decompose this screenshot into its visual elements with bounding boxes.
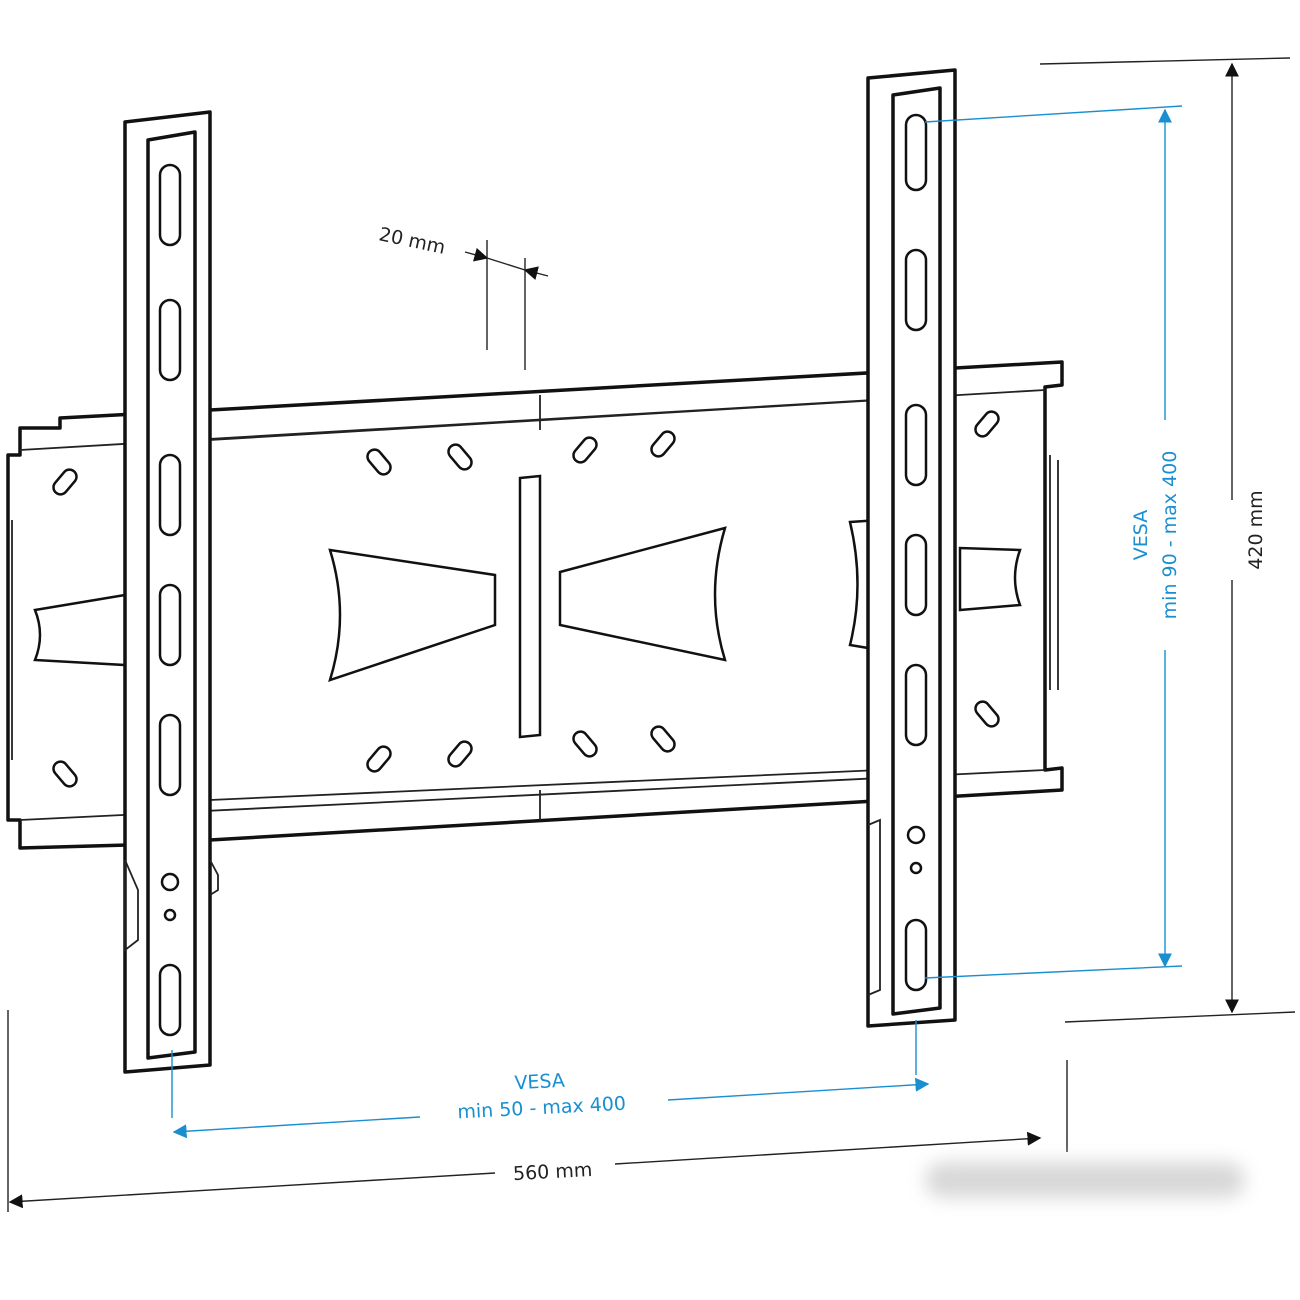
left-vertical-rail <box>123 110 219 1074</box>
vesa-vertical-range: min 90 - max 400 <box>1159 451 1181 620</box>
width-label: 560 mm <box>513 1159 593 1185</box>
height-dimension: 420 mm <box>1039 57 1296 1023</box>
vesa-vertical-title: VESA <box>1130 510 1152 560</box>
depth-label: 20 mm <box>377 223 447 258</box>
right-vertical-rail <box>866 68 957 1028</box>
mounting-holes <box>52 410 1000 788</box>
width-dimension: 560 mm <box>7 1010 1068 1212</box>
vesa-horizontal-title: VESA <box>514 1070 566 1095</box>
vesa-vertical-dimension: VESA min 90 - max 400 <box>924 105 1183 979</box>
depth-dimension: 20 mm <box>377 223 549 370</box>
height-label: 420 mm <box>1245 490 1267 569</box>
vesa-horizontal-range: min 50 - max 400 <box>457 1093 627 1124</box>
blurred-watermark <box>925 1162 1245 1198</box>
wall-plate <box>6 360 1064 850</box>
vesa-horizontal-dimension: VESA min 50 - max 400 <box>171 1020 930 1139</box>
